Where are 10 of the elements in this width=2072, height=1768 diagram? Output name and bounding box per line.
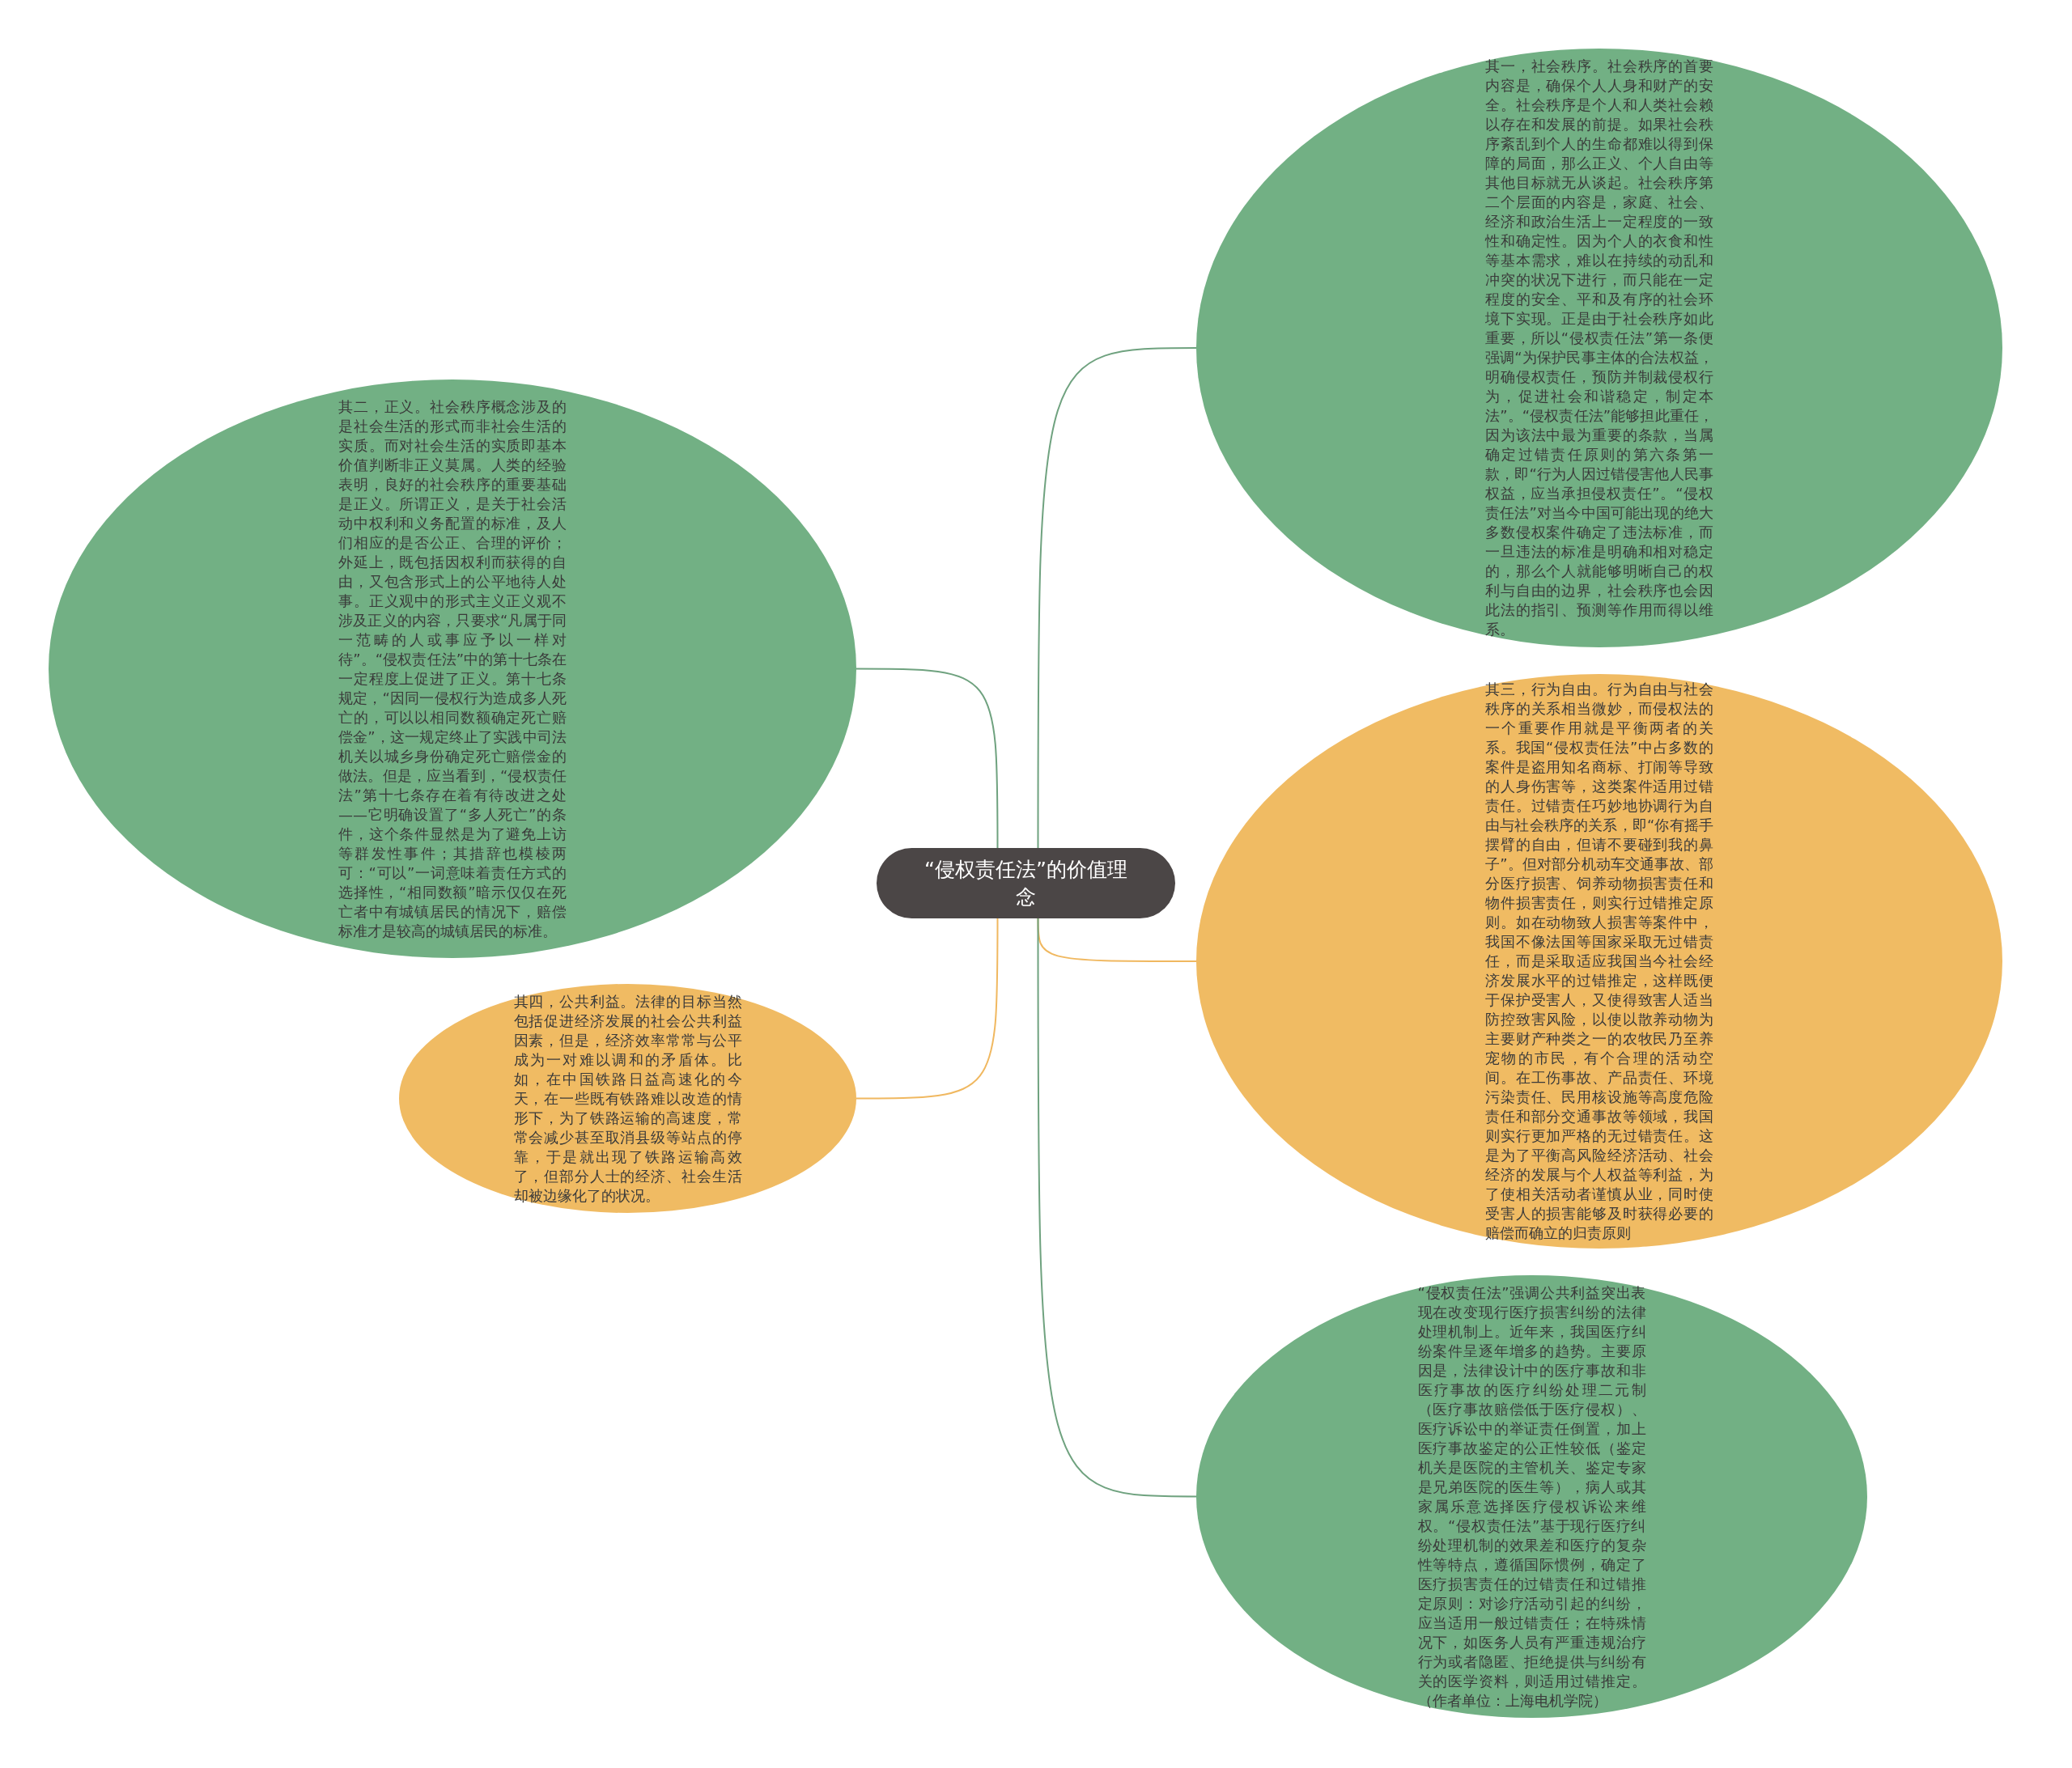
connector-line: [1037, 918, 1197, 1498]
topic-text: 其一，社会秩序。社会秩序的首要内容是，确保个人人身和财产的安全。社会秩序是个人和人类社会赖以存在和发展的前提。如果社会秩序紊乱到个人的生命都难以得到保障的局面，那么正义、个人自由等其他目标就无从谈起。社会秩序第二个层面的内容是，家庭、社会、经济和政治生活上一定程度的一致性和确定性。因为个人的衣食和性等基本需求，难以在持续的动乱和冲突的状况下进行，而只能在一定程度的安全、平和及有序的社会环境下实现。正是由于社会秩序如此重要，所以“侵权责任法”第一条便强调“为保护民事主体的合法权益，明确侵权责任，预防并制裁侵权行为，促进社会和谐稳定，制定本法”。“侵权责任法”能够担此重任，因为该法中最为重要的条款，当属确定过错责任原则的第六条第一款，即“行为人因过错侵害他人民事权益，应当承担侵权责任”。“侵权责任法”对当今中国可能出现的绝大多数侵权案件确定了违法标准，而一旦违法的标准是明确和相对稳定的，那么个人就能够明晰自己的权利与自由的边界，社会秩序也会因此法的指引、预测等作用而得以维系。: [1485, 57, 1713, 639]
topic-text: 其三，行为自由。行为自由与社会秩序的关系相当微妙，而侵权法的一个重要作用就是平衡两者的关系。我国“侵权责任法”中占多数的案件是盗用知名商标、打闹等导致的人身伤害等，这类案件适用过错责任。过错责任巧妙地协调行为自由与社会秩序的关系，即“你有摇手摆臂的自由，但请不要碰到我的鼻子”。但对部分机动车交通事故、部分医疗损害、饲养动物损害责任和物件损害责任，则实行过错推定原则。如在动物致人损害等案件中，我国不像法国等国家采取无过错责任，而是采取适应我国当今社会经济发展水平的过错推定，这样既便于保护受害人，又使得致害人适当防控致害风险，以使以散养动物为主要财产种类之一的农牧民乃至养宠物的市民，有个合理的活动空间。在工伤事故、产品责任、环境污染责任、民用核设施等高度危险责任和部分交通事故等领域，我国则实行更加严格的无过错责任。这是为了平衡高风险经济活动、社会经济的发展与个人权益等利益，为了使相关活动者谨慎从业，同时使受害人的损害能够及时获得必要的赔偿而确立的归责原则: [1485, 680, 1713, 1243]
topic-text: 其二，正义。社会秩序概念涉及的是社会生活的形式而非社会生活的实质。而对社会生活的实质即基本价值判断非正义莫属。人类的经验表明，良好的社会秩序的重要基础是正义。所谓正义，是关于社会活动中权利和义务配置的标准，及人们相应的是否公正、合理的评价；外延上，既包括因权利而获得的自由，又包含形式上的公平地待人处事。正义观中的形式主义正义观不涉及正义的内容，只要求“凡属于同一范畴的人或事应予以一样对待”。“侵权责任法”中的第十七条在一定程度上促进了正义。第十七条规定，“因同一侵权行为造成多人死亡的，可以以相同数额确定死亡赔偿金”，这一规定终止了实践中司法机关以城乡身份确定死亡赔偿金的做法。但是，应当看到，“侵权责任法”第十七条存在着有待改进之处——它明确设置了“多人死亡”的条件，这个条件显然是为了避免上访等群发性事件；其措辞也模棱两可：“可以”一词意味着责任方式的选择性，“相同数额”暗示仅仅在死亡者中有城镇居民的情况下，赔偿标准才是较高的城镇居民的标准。: [338, 396, 567, 941]
connector-line: [856, 668, 999, 849]
topic-title: “侵权责任法”的价值理念: [923, 856, 1128, 910]
topic-text: “侵权责任法”强调公共利益突出表现在改变现行医疗损害纠纷的法律处理机制上。近年来，我国医疗纠纷案件呈逐年增多的趋势。主要原因是，法律设计中的医疗事故和非医疗事故的医疗纠纷处理二元制（医疗事故赔偿低于医疗侵权）、医疗诉讼中的举证责任倒置，加上医疗事故鉴定的公正性较低（鉴定机关是医院的主管机关、鉴定专家是兄弟医院的医生等），病人或其家属乐意选择医疗侵权诉讼来维权。“侵权责任法”基于现行医疗纠纷处理机制的效果差和医疗的复杂性等特点，遵循国际惯例，确定了医疗损害责任的过错责任和过错推定原则：对诊疗活动引起的纠纷，应当适用一般过错责任；在特殊情况下，如医务人员有严重违规治疗行为或者隐匿、拒绝提供与纠纷有关的医学资料，则适用过错推定。（作者单位：上海电机学院）: [1417, 1283, 1646, 1711]
connector-line: [1037, 347, 1197, 849]
topic-text: 其四，公共利益。法律的目标当然包括促进经济发展的社会公共利益因素，但是，经济效率常常与公平成为一对难以调和的矛盾体。比如，在中国铁路日益高速化的今天，在一些既有铁路难以改造的情形下，为了铁路运输的高速度，常常会减少甚至取消县级等站点的停靠，于是就出现了铁路运输高效了，但部分人士的经济、社会生活却被边缘化了的状况。: [513, 991, 742, 1206]
connector-line: [856, 918, 999, 1100]
